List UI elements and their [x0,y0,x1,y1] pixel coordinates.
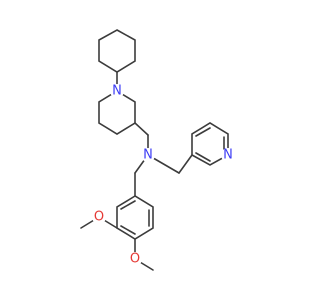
atom-symbol: O [94,210,104,225]
pyridine-double-bond-1 [195,127,211,137]
molecule-structure-diagram: N N N O O [80,29,235,271]
bond-ch2-pyridine [178,154,193,174]
atom-symbol: N [112,84,122,99]
bond-piperidine-ch2 [134,122,149,136]
benzene-ring [116,195,154,240]
cyclohexyl-ring [98,29,136,73]
pyridine-double-bond-3 [195,152,211,162]
atom-o-methoxy-2: O [128,252,142,267]
bond-lines [80,29,229,271]
atom-symbol: N [143,148,153,163]
pyridine-ring [191,122,229,166]
atom-o-methoxy-1: O [92,210,106,225]
atom-symbol: N [223,148,233,163]
piperidine-ring [98,90,136,135]
atom-symbol: O [130,252,140,267]
benzene-double-bond-3 [120,225,136,235]
atom-n-pyridine: N [221,148,235,163]
atom-n-piperidine: N [110,84,124,99]
atom-labels: N N N O O [92,84,235,267]
benzene-double-bond-1 [120,200,136,210]
atom-n-amine: N [141,148,155,163]
